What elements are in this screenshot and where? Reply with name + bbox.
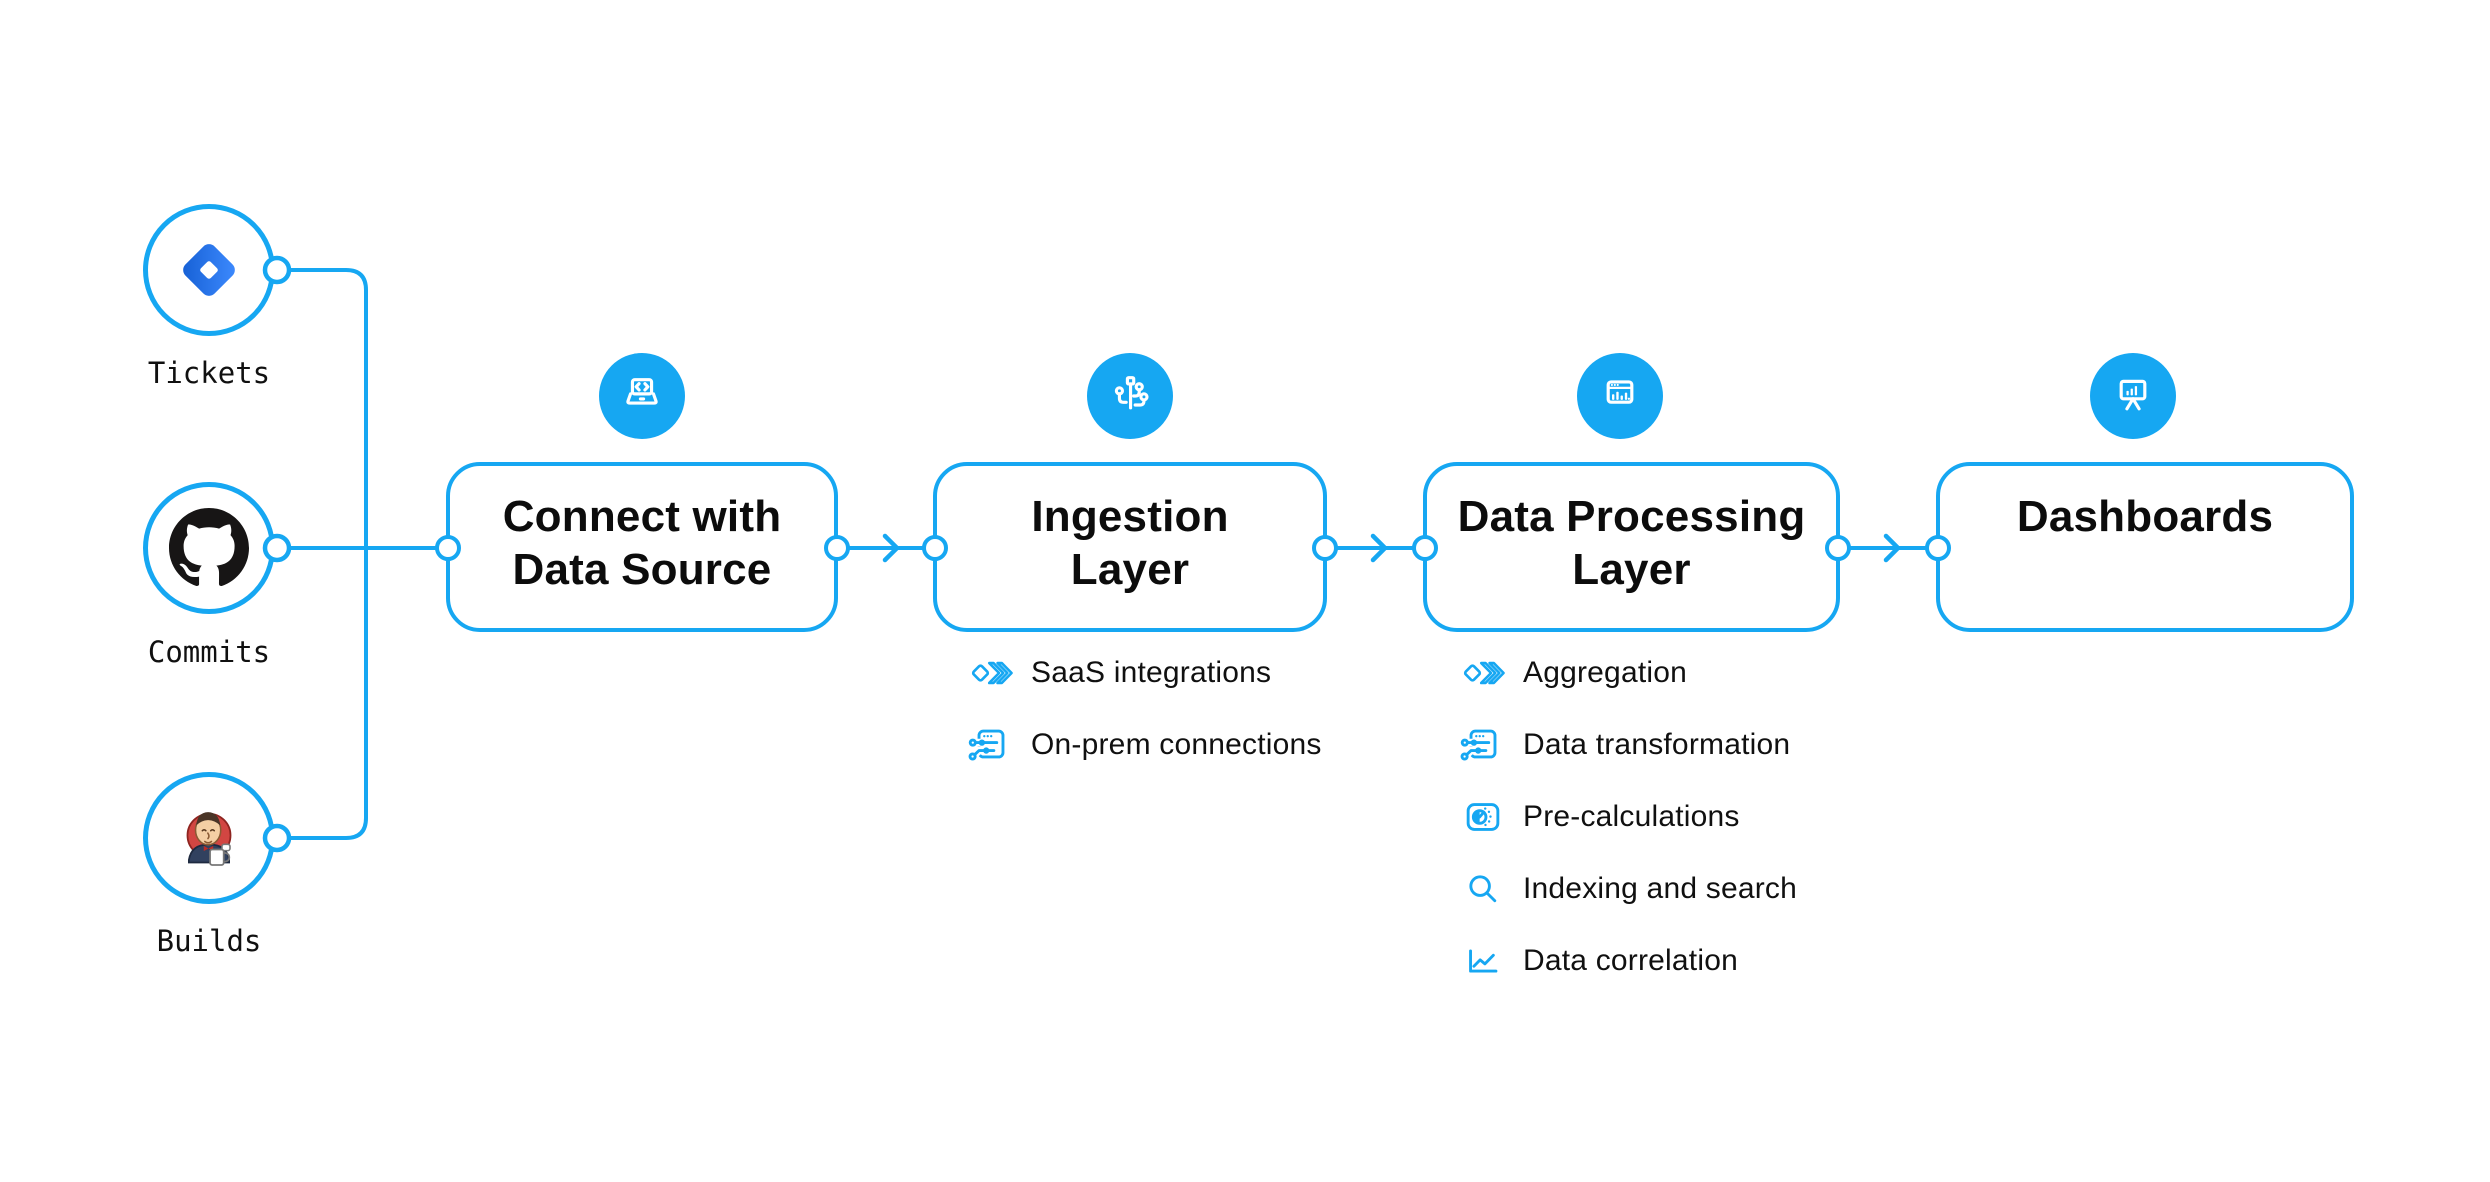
source-node-builds xyxy=(143,772,275,904)
gauge-icon xyxy=(1460,794,1506,840)
feature-label: Pre-calculations xyxy=(1523,800,1740,833)
stage-box-ingestion: Ingestion Layer xyxy=(933,462,1327,632)
stage-box-connect: Connect with Data Source xyxy=(446,462,838,632)
list-item: Indexing and search xyxy=(1460,853,1797,925)
source-label-tickets: Tickets xyxy=(147,356,271,390)
window-chart-icon xyxy=(1606,380,1634,404)
search-icon xyxy=(1460,866,1506,912)
source-node-tickets xyxy=(143,204,275,336)
source-node-commits xyxy=(143,482,275,614)
diamonds-icon xyxy=(968,650,1014,696)
stage-box-dashboards: Dashboards xyxy=(1936,462,2354,632)
badge-connect xyxy=(599,353,685,439)
data-processing-feature-list: Aggregation Data tra xyxy=(1460,637,1797,997)
arrowhead-icon xyxy=(1883,533,1901,563)
badge-data-processing xyxy=(1577,353,1663,439)
stage-box-data-processing: Data Processing Layer xyxy=(1423,462,1840,632)
list-item: SaaS integrations xyxy=(968,637,1322,709)
feature-label: SaaS integrations xyxy=(1031,656,1272,689)
line-chart-icon xyxy=(1460,938,1506,984)
presentation-chart-icon xyxy=(2119,379,2147,411)
list-item: On-prem connections xyxy=(968,709,1322,781)
feature-label: Aggregation xyxy=(1523,656,1687,689)
window-sliders-icon xyxy=(1460,722,1506,768)
stage-title: Connect with Data Source xyxy=(502,492,782,594)
feature-label: Indexing and search xyxy=(1523,872,1797,905)
arrowhead-icon xyxy=(1370,533,1388,563)
laptop-code-icon xyxy=(626,378,658,405)
source-label-commits: Commits xyxy=(147,635,271,669)
badge-dashboards xyxy=(2090,353,2176,439)
circuit-branches-icon xyxy=(1114,376,1149,410)
arrowhead-icon xyxy=(882,533,900,563)
github-icon xyxy=(169,508,249,587)
stage-title: Ingestion Layer xyxy=(1031,492,1229,594)
feature-label: Data transformation xyxy=(1523,728,1791,761)
stage-title: Dashboards xyxy=(2016,492,2274,541)
jenkins-icon xyxy=(186,812,232,866)
stage-title: Data Processing Layer xyxy=(1457,492,1806,594)
ingestion-feature-list: SaaS integrations On xyxy=(968,637,1322,781)
feature-label: On-prem connections xyxy=(1031,728,1322,761)
badge-ingestion xyxy=(1087,353,1173,439)
list-item: Pre-calculations xyxy=(1460,781,1797,853)
diamonds-icon xyxy=(1460,650,1506,696)
window-sliders-icon xyxy=(968,722,1014,768)
source-label-builds: Builds xyxy=(156,924,262,958)
list-item: Data correlation xyxy=(1460,925,1797,997)
jira-icon xyxy=(183,244,235,296)
list-item: Aggregation xyxy=(1460,637,1797,709)
list-item: Data transformation xyxy=(1460,709,1797,781)
feature-label: Data correlation xyxy=(1523,944,1738,977)
